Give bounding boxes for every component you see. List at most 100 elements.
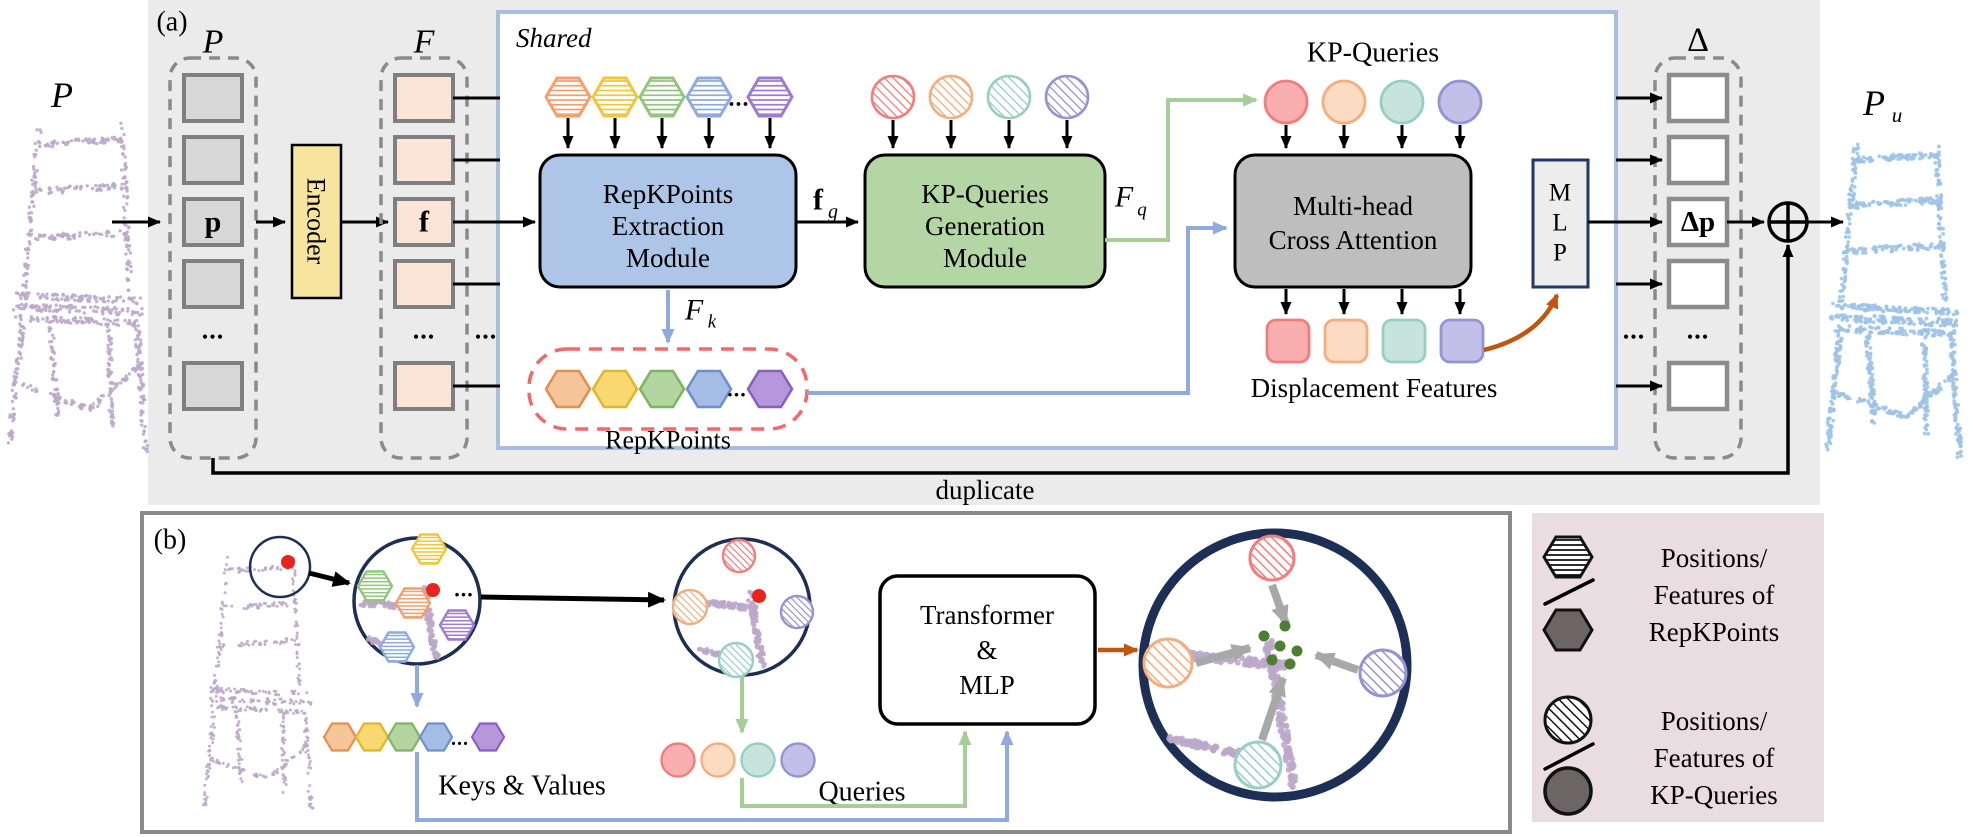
cloud-point [1842,286,1846,291]
cloud-point [298,750,302,754]
cloud-point [204,798,208,802]
cloud-point [53,236,57,240]
cloud-point [1867,371,1872,376]
cloud-point [203,801,207,805]
cloud-point [307,765,311,769]
cloud-point [1226,746,1233,753]
cloud-point [1923,246,1928,251]
cloud-point [752,609,758,614]
cloud-point [59,188,64,192]
cloud-point [45,316,49,320]
cloud-point [1940,293,1945,297]
blue-keys-route [415,730,1014,822]
striped-hexagon-icon [394,587,432,619]
cloud-point [1877,331,1881,336]
cloud-point [1870,372,1875,377]
cloud-point [27,205,32,209]
cloud-point [76,299,80,303]
cloud-point [1950,373,1955,377]
delta-cell [1666,196,1730,248]
solid-circle-icon [1379,79,1425,125]
cloud-point [1268,640,1275,647]
cloud-point [222,643,226,647]
cloud-point [1843,235,1848,239]
cloud-point [145,443,150,448]
cloud-point [1851,161,1856,166]
cloud-point [1898,203,1903,208]
cloud-point [1836,332,1841,337]
cloud-point [227,686,231,690]
cloud-point [127,244,132,248]
cloud-point [26,263,31,268]
cloud-point [1874,249,1879,253]
cloud-point [1908,329,1913,334]
striped-hexagon-icon [544,76,592,118]
cloud-point [220,708,224,712]
cloud-point [217,660,221,664]
transformer-mlp-box [878,574,1097,726]
cloud-point [291,711,295,715]
cloud-point [125,189,129,193]
cloud-point [711,602,717,607]
cloud-point [1840,282,1844,287]
cloud-point [96,404,100,409]
striped-hexagon-icon [685,76,733,118]
cloud-point [1941,241,1946,246]
cloud-point [210,698,214,702]
cloud-point [1924,197,1929,202]
cloud-point [68,307,72,311]
plus-circle-icon [1767,201,1809,243]
cloud-point [1943,276,1948,281]
cloud-point [78,234,82,238]
fg-subscript: g [828,201,838,223]
cloud-point [1902,307,1907,312]
cloud-point [60,297,64,301]
cloud-point [1835,340,1840,345]
cloud-point [1936,144,1941,149]
cloud-point [96,305,100,310]
cloud-point [1829,399,1833,404]
cloud-point [263,640,267,644]
cloud-point [110,400,114,404]
cloud-point [222,604,226,608]
cloud-point [1842,267,1846,272]
cloud-point [137,345,141,349]
feature-cell [393,135,455,185]
cloud-point [121,308,125,313]
cloud-point [1871,411,1876,416]
cloud-point [1935,390,1940,395]
cloud-point [1945,307,1950,312]
cloud-point [18,328,23,332]
gray-arrow [1194,644,1252,667]
cloud-point [97,232,101,236]
cloud-point [47,309,52,313]
cloud-point [218,652,222,656]
cloud-point [85,184,89,188]
cloud-point [19,356,23,360]
cloud-point [135,302,139,306]
cloud-point [295,664,299,668]
cloud-point [214,760,218,764]
cloud-point [99,188,103,192]
cloud-point [1868,159,1872,164]
cloud-point [1832,396,1837,401]
cloud-point [79,404,84,408]
cloud-point [1872,402,1877,407]
cloud-point [1267,667,1274,674]
cloud-point [77,309,82,313]
hexrow-ellipsis: ... [729,86,750,112]
cloud-point [120,144,124,149]
cloud-point [1234,659,1241,666]
solid-hexagon-icon [685,369,733,409]
point-cell [182,361,244,411]
solid-circle-icon [740,742,776,778]
cloud-point [93,297,98,301]
cloud-point [1842,313,1847,318]
cloud-point [57,396,61,400]
cloud-point [1944,322,1949,326]
queries-circles [660,742,816,778]
cloud-point [1888,244,1892,249]
cloud-point [14,367,18,371]
cloud-point [238,644,242,648]
cloud-point [95,188,99,193]
